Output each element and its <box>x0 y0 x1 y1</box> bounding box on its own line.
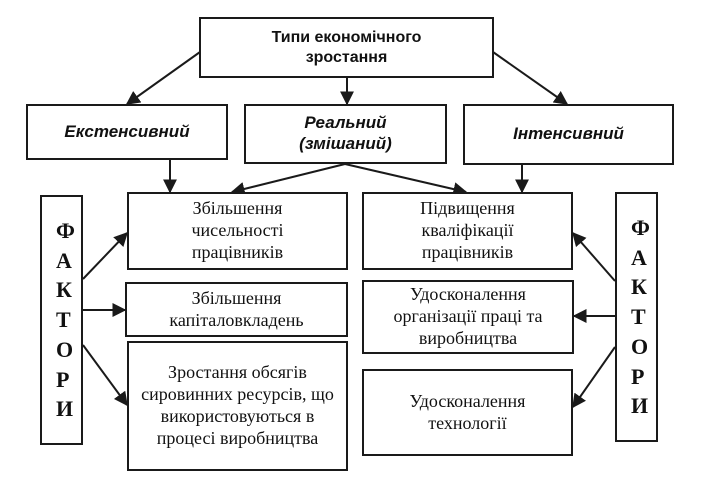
factor-workers-box: Збільшення чисельності працівників <box>127 192 348 270</box>
factor-resources-box: Зростання обсягів сировинних ресурсів, щ… <box>127 341 348 471</box>
right-factors-label: ФАКТОРИ <box>631 215 650 419</box>
factor-capital-box: Збільшення капіталовкладень <box>125 282 348 337</box>
arrow-left-factors-to-workers <box>82 231 128 280</box>
extensive-type-box: Екстенсивний <box>26 104 228 160</box>
arrow-left-factors-to-resources <box>82 344 128 407</box>
intensive-type-label: Інтенсивний <box>513 124 624 144</box>
extensive-type-label: Екстенсивний <box>64 121 190 141</box>
arrow-title-to-extensive <box>125 51 201 105</box>
arrow-right-factors-to-technology <box>572 346 616 409</box>
factor-technology-label: Удосконалення технології <box>409 390 526 433</box>
factor-qualification-label: Підвищення кваліфікації працівників <box>420 198 515 262</box>
factor-workers-label: Збільшення чисельності працівників <box>191 198 284 262</box>
diagram-title: Типи економічного зростання <box>271 28 422 66</box>
arrow-real-to-qualification <box>344 163 468 196</box>
title-box: Типи економічного зростання <box>199 17 494 78</box>
right-factors-box: ФАКТОРИ <box>615 192 658 442</box>
factor-organization-label: Удосконалення організації праці та вироб… <box>393 284 543 348</box>
real-type-box: Реальний (змішаний) <box>244 104 447 164</box>
arrow-right-factors-to-qualification <box>572 231 616 282</box>
factor-qualification-box: Підвищення кваліфікації працівників <box>362 192 573 270</box>
real-type-label: Реальний (змішаний) <box>299 113 392 153</box>
factor-resources-label: Зростання обсягів сировинних ресурсів, щ… <box>141 362 334 448</box>
left-factors-label: ФАКТОРИ <box>56 218 75 422</box>
arrow-real-to-workers <box>230 163 346 196</box>
factor-organization-box: Удосконалення організації праці та вироб… <box>362 280 574 354</box>
arrow-title-to-intensive <box>492 51 569 105</box>
factor-technology-box: Удосконалення технології <box>362 369 573 456</box>
intensive-type-box: Інтенсивний <box>463 104 674 165</box>
left-factors-box: ФАКТОРИ <box>40 195 83 445</box>
factor-capital-label: Збільшення капіталовкладень <box>169 287 304 330</box>
